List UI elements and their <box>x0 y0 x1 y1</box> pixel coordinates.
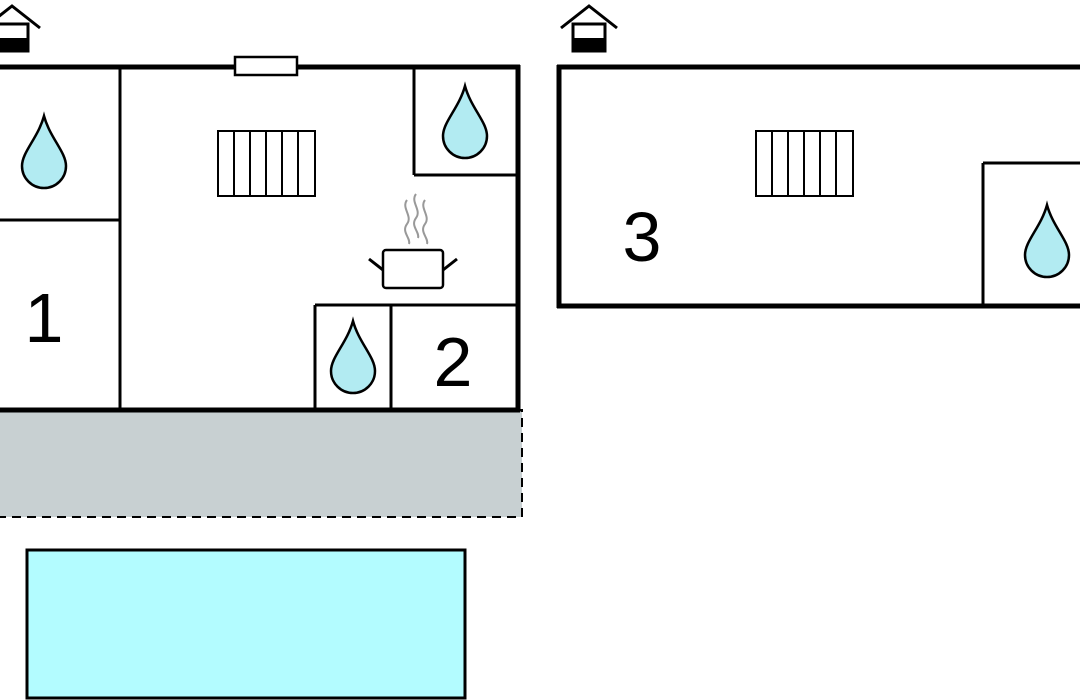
radiator-icon <box>217 130 316 197</box>
pool-area <box>25 548 467 700</box>
window-icon <box>233 55 299 77</box>
cooking-pot-icon <box>368 193 458 290</box>
room-number-1: 1 <box>25 279 64 357</box>
water-drop-icon <box>441 81 489 160</box>
house-entrance-icon <box>560 4 618 53</box>
water-drop-icon <box>1023 200 1071 279</box>
water-drop-icon <box>20 111 68 190</box>
room-number-3: 3 <box>623 198 662 276</box>
room-number-2: 2 <box>434 323 473 401</box>
water-drop-icon <box>329 316 377 395</box>
building-right <box>556 64 1080 309</box>
house-entrance-icon <box>0 4 41 53</box>
radiator-icon <box>755 130 854 197</box>
terrace-area <box>0 409 523 518</box>
building-left <box>0 55 521 413</box>
